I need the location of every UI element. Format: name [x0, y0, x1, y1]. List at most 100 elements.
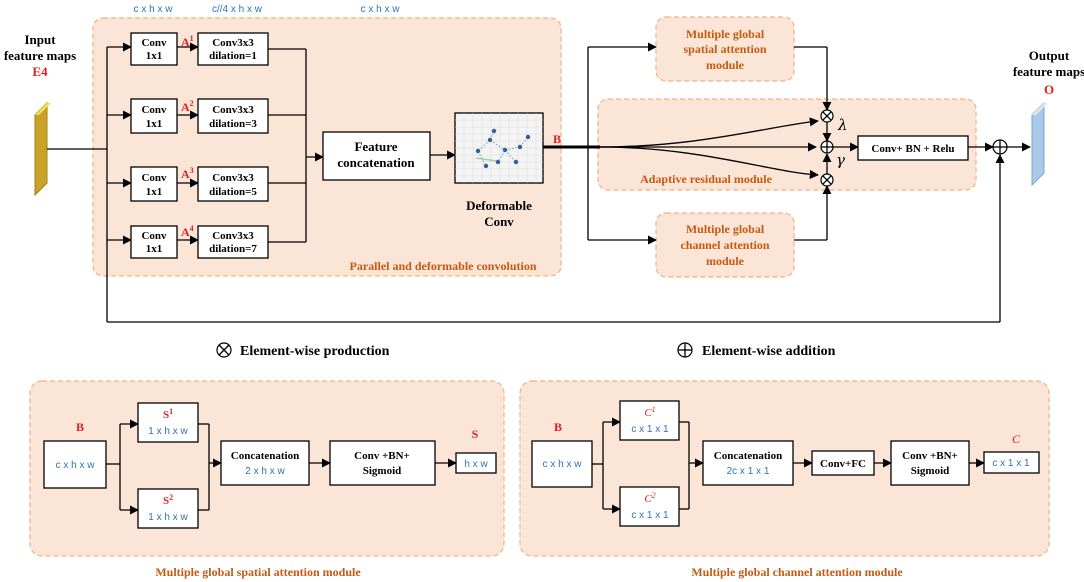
cm-concat-box	[702, 440, 794, 486]
sm-conv-label-1: Conv +BN+	[354, 450, 410, 462]
conv-bn-relu-block	[857, 135, 969, 161]
sm-conv-label-2: Sigmoid	[363, 465, 402, 477]
conv1x1-block	[130, 166, 178, 202]
dil-rate: dilation=1	[209, 50, 257, 62]
legend-addition: Element-wise addition	[677, 342, 836, 359]
dil-rate: dilation=3	[209, 118, 257, 130]
add-op-middle	[820, 140, 834, 154]
sm-title: Multiple global spatial attention module	[155, 565, 361, 579]
sm-out-dim: h x w	[464, 459, 488, 470]
feature-concat-block	[322, 131, 431, 181]
adaptive-region	[597, 98, 977, 191]
b-tag: B	[553, 132, 561, 146]
cm-out-tag: C	[1012, 432, 1021, 446]
cm-concat-label: Concatenation	[714, 450, 782, 462]
sm-out-tag: S	[472, 427, 479, 441]
cm-c2-box	[619, 486, 680, 527]
pdc-label: Parallel and deformable convolution	[350, 259, 537, 273]
conv1x1-block	[130, 98, 178, 134]
top-dim-3: c x h x w	[361, 4, 401, 15]
branch-3: Conv 1x1 A3 Conv3x3 dilation=5	[130, 166, 269, 202]
a-tag: A2	[181, 99, 194, 114]
feature-concat-line1: Feature	[354, 139, 397, 154]
sm-input-dim: c x h x w	[56, 460, 96, 471]
branch-1: Conv 1x1 A1 Conv3x3 dilation=1	[130, 32, 269, 66]
adaptive-label: Adaptive residual module	[640, 172, 772, 186]
dil-label: Conv3x3	[212, 104, 254, 116]
cm-c1-label: C1	[644, 405, 655, 419]
cm-input-dim: c x h x w	[543, 459, 583, 470]
deformable-label-2: Conv	[484, 214, 514, 229]
sm-concat-dim: 2 x h x w	[245, 466, 285, 477]
cm-out-dim: c x 1 x 1	[992, 458, 1030, 469]
legend-add-label: Element-wise addition	[702, 344, 836, 359]
cm-out-box	[983, 451, 1040, 474]
multiply-op-top	[820, 109, 834, 123]
conv-size: 1x1	[146, 118, 163, 130]
input-tag: E4	[32, 64, 48, 79]
sm-s1-label: S1	[163, 407, 173, 421]
cm-concat-dim: 2c x 1 x 1	[727, 466, 770, 477]
input-label-1: Input	[24, 32, 56, 47]
input-label-2: feature maps	[4, 48, 76, 63]
dilated-conv-block	[197, 98, 269, 134]
branch-4: Conv 1x1 A4 Conv3x3 dilation=7	[130, 224, 269, 259]
final-add-op	[992, 139, 1008, 155]
cm-c2-label: C2	[644, 491, 655, 505]
dilated-conv-block	[197, 166, 269, 202]
legend-production: Element-wise production	[216, 342, 390, 359]
output-feature-maps: Output feature maps O	[1013, 48, 1084, 187]
legend-prod-label: Element-wise production	[240, 344, 390, 359]
cm-c1-box	[619, 400, 680, 441]
cm-input-box	[531, 440, 593, 488]
multiply-op-bottom	[820, 173, 834, 187]
deformable-label-1: Deformable	[466, 198, 532, 213]
conv-label: Conv	[141, 172, 167, 184]
conv-label: Conv	[141, 37, 167, 49]
conv-label: Conv	[141, 104, 167, 116]
input-slab-top	[35, 103, 51, 115]
spatial-top-1: Multiple global	[686, 27, 765, 41]
cm-conv-box	[890, 440, 970, 486]
spatial-top-3: module	[706, 58, 745, 72]
gamma-symbol: γ	[836, 151, 845, 169]
dil-label: Conv3x3	[212, 37, 254, 49]
sm-out-box	[455, 452, 497, 474]
sm-concat-box	[220, 440, 310, 486]
top-dim-2: c//4 x h x w	[212, 4, 263, 15]
deformable-conv-image	[454, 112, 544, 184]
channel-bottom-3: module	[706, 254, 745, 268]
sm-input-tag: B	[76, 420, 84, 434]
conv-bn-relu-label: Conv+ BN + Relu	[871, 143, 954, 155]
output-label-2: feature maps	[1013, 64, 1084, 79]
sm-conv-box	[329, 440, 436, 486]
cm-conv-label-2: Sigmoid	[911, 465, 950, 477]
sm-s2-dim: 1 x h x w	[148, 512, 188, 523]
input-slab-front	[34, 101, 48, 197]
branch-2: Conv 1x1 A2 Conv3x3 dilation=3	[130, 98, 269, 134]
conv-size: 1x1	[146, 186, 163, 198]
output-tag: O	[1044, 82, 1054, 97]
cm-c2-dim: c x 1 x 1	[631, 510, 669, 521]
sm-s2-box	[137, 488, 199, 529]
sm-s2-label: S2	[163, 493, 173, 507]
sm-s1-dim: 1 x h x w	[148, 426, 188, 437]
dilated-conv-block	[197, 32, 269, 66]
conv-label: Conv	[141, 230, 167, 242]
cm-c1-dim: c x 1 x 1	[631, 424, 669, 435]
output-slab-front	[1031, 101, 1045, 187]
top-dim-1: c x h x w	[134, 4, 174, 15]
cm-input-tag: B	[554, 420, 562, 434]
output-label-1: Output	[1029, 48, 1070, 63]
a-tag: A1	[181, 34, 194, 49]
conv-size: 1x1	[146, 50, 163, 62]
sm-s1-box	[137, 402, 199, 443]
input-feature-maps: Input feature maps E4	[4, 32, 76, 197]
conv1x1-block	[130, 225, 178, 259]
spatial-top-2: spatial attention	[683, 42, 766, 56]
cm-fc-label: Conv+FC	[820, 458, 866, 470]
a-tag: A3	[181, 166, 194, 181]
sm-concat-label: Concatenation	[231, 450, 299, 462]
cm-conv-label-1: Conv +BN+	[902, 450, 958, 462]
